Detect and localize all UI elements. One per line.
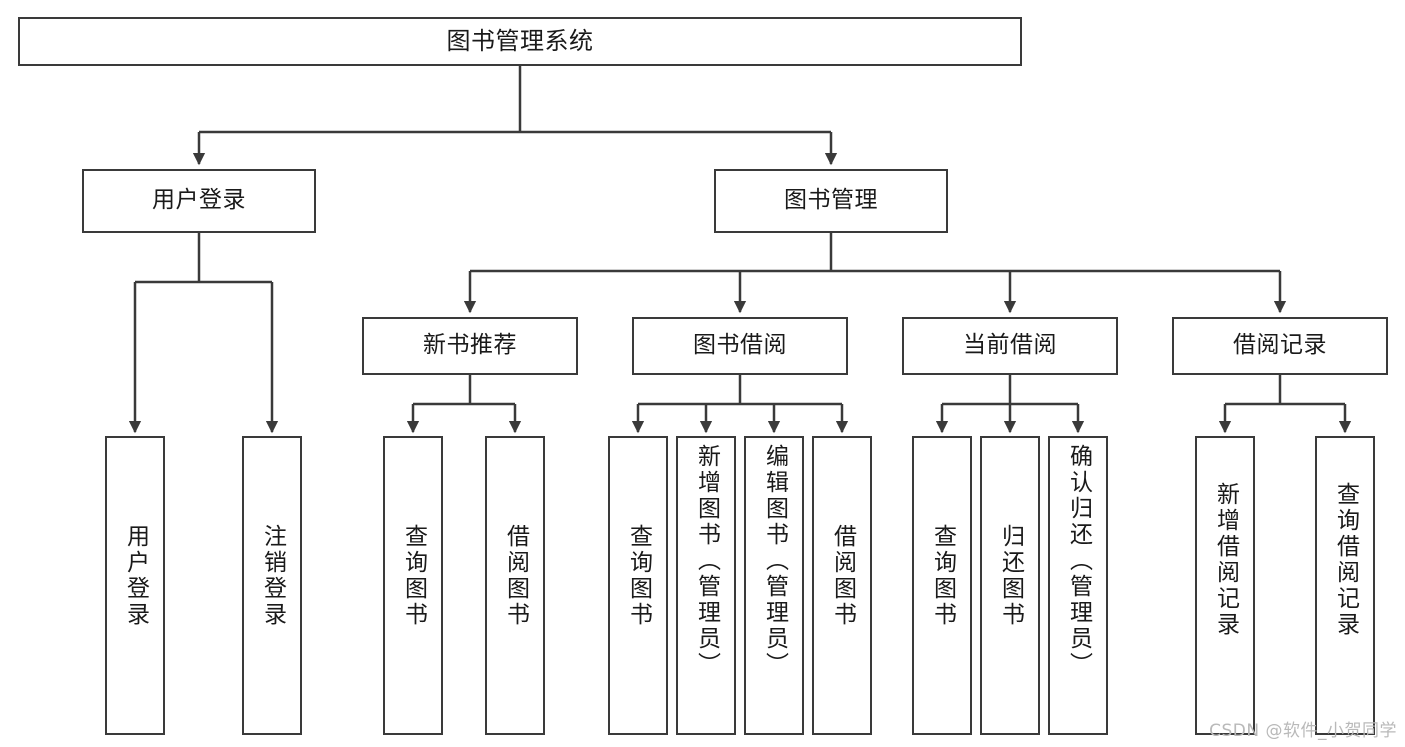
node-book-management[interactable]: 图书管理 <box>714 169 948 233</box>
node-user-login-label: 用户登录 <box>152 187 246 214</box>
leaf-add-record[interactable]: 新增借阅记录 <box>1195 436 1255 735</box>
leaf-query-book-1-label: 查询图书 <box>400 524 427 628</box>
node-new-book-recommend[interactable]: 新书推荐 <box>362 317 578 375</box>
leaf-borrow-book-1-label: 借阅图书 <box>502 524 529 628</box>
leaf-query-record[interactable]: 查询借阅记录 <box>1315 436 1375 735</box>
node-new-book-recommend-label: 新书推荐 <box>423 332 517 359</box>
leaf-query-book-1[interactable]: 查询图书 <box>383 436 443 735</box>
node-borrow-record[interactable]: 借阅记录 <box>1172 317 1388 375</box>
leaf-confirm-return[interactable]: 确认归还（管理员） <box>1048 436 1108 735</box>
node-user-login[interactable]: 用户登录 <box>82 169 316 233</box>
node-root-label: 图书管理系统 <box>446 27 594 56</box>
node-borrow-record-label: 借阅记录 <box>1233 332 1327 359</box>
leaf-query-book-3-label: 查询图书 <box>929 524 956 628</box>
node-current-borrow[interactable]: 当前借阅 <box>902 317 1118 375</box>
leaf-borrow-book-1[interactable]: 借阅图书 <box>485 436 545 735</box>
leaf-logout-label: 注销登录 <box>259 524 286 628</box>
leaf-query-book-2-label: 查询图书 <box>625 524 652 628</box>
node-book-borrow[interactable]: 图书借阅 <box>632 317 848 375</box>
node-book-management-label: 图书管理 <box>784 187 878 214</box>
watermark-text: CSDN @软件_小贺同学 <box>1209 721 1397 741</box>
leaf-query-record-label: 查询借阅记录 <box>1332 482 1359 638</box>
leaf-query-book-3[interactable]: 查询图书 <box>912 436 972 735</box>
node-book-borrow-label: 图书借阅 <box>693 332 787 359</box>
leaf-confirm-return-label: 确认归还（管理员） <box>1065 444 1092 678</box>
node-current-borrow-label: 当前借阅 <box>963 332 1057 359</box>
leaf-query-book-2[interactable]: 查询图书 <box>608 436 668 735</box>
leaf-return-book[interactable]: 归还图书 <box>980 436 1040 735</box>
leaf-user-login-label: 用户登录 <box>122 524 149 628</box>
node-root[interactable]: 图书管理系统 <box>18 17 1022 66</box>
leaf-add-record-label: 新增借阅记录 <box>1212 482 1239 638</box>
leaf-add-book[interactable]: 新增图书（管理员） <box>676 436 736 735</box>
leaf-return-book-label: 归还图书 <box>997 524 1024 628</box>
leaf-user-login[interactable]: 用户登录 <box>105 436 165 735</box>
leaf-logout[interactable]: 注销登录 <box>242 436 302 735</box>
leaf-edit-book[interactable]: 编辑图书（管理员） <box>744 436 804 735</box>
leaf-borrow-book-2[interactable]: 借阅图书 <box>812 436 872 735</box>
leaf-edit-book-label: 编辑图书（管理员） <box>761 444 788 678</box>
leaf-borrow-book-2-label: 借阅图书 <box>829 524 856 628</box>
leaf-add-book-label: 新增图书（管理员） <box>693 444 720 678</box>
